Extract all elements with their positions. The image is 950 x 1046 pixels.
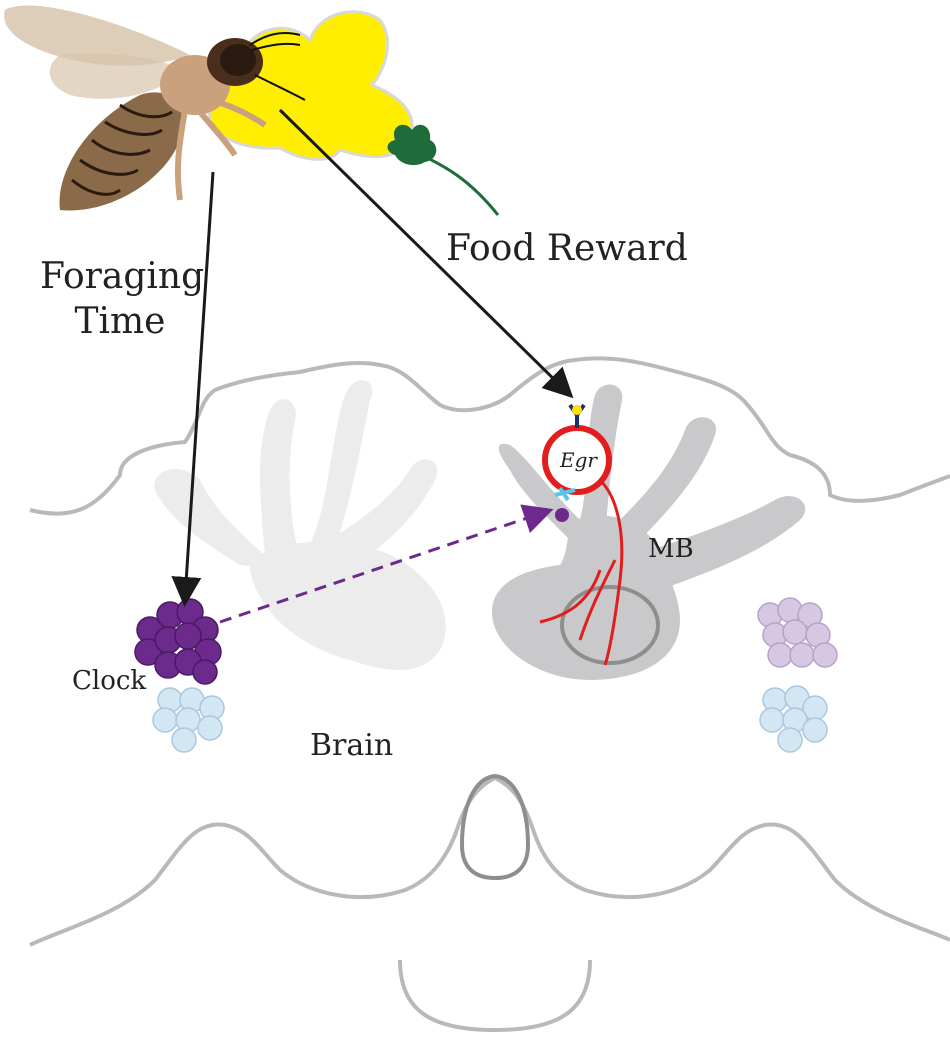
brain-label: Brain <box>310 728 394 763</box>
mb-label: MB <box>648 534 694 564</box>
food-reward-label: Food Reward <box>446 228 688 269</box>
mushroom-body-right <box>491 384 806 680</box>
esophagus-loop <box>398 959 592 1033</box>
foraging-time-label: Foraging Time <box>40 256 205 342</box>
mushroom-body-left <box>154 380 446 670</box>
clock-cluster-left <box>134 598 222 685</box>
neuron-projection <box>539 478 624 666</box>
flower-bud <box>387 124 437 166</box>
calyx-ring <box>560 585 660 665</box>
blue-cluster-left <box>152 687 225 753</box>
foraging-time-arrow <box>171 171 215 607</box>
foraging-time-label-line1: Foraging <box>40 256 205 297</box>
egr-label: Egr <box>560 448 597 472</box>
clock-to-egr-arrow <box>219 504 554 624</box>
brain-outline <box>29 356 950 516</box>
blue-cluster-right <box>759 685 828 753</box>
clock-label: Clock <box>72 666 147 696</box>
esophagus-opening <box>459 773 531 881</box>
receptor-dot <box>555 508 569 522</box>
food-reward-arrow <box>278 108 574 399</box>
foraging-time-label-line2: Time <box>74 301 166 342</box>
honeybee <box>4 5 306 211</box>
lower-brain-outline <box>29 775 950 947</box>
clock-cluster-right <box>757 597 838 668</box>
egr-cell <box>542 403 612 522</box>
